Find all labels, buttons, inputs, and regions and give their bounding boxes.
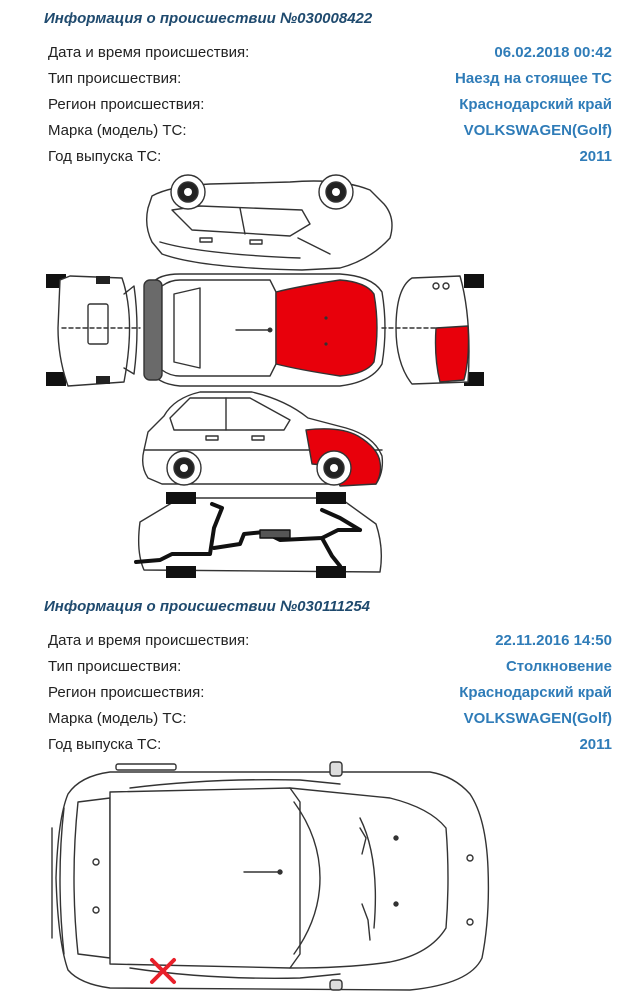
info-label: Регион происшествия:	[48, 684, 205, 701]
car-top-view	[51, 761, 490, 991]
info-row-region: Регион происшествия: Краснодарский край	[48, 684, 612, 710]
info-label: Тип происшествия:	[48, 70, 182, 87]
info-value: VOLKSWAGEN(Golf)	[463, 122, 612, 139]
info-label: Тип происшествия:	[48, 658, 182, 675]
info-label: Регион происшествия:	[48, 96, 205, 113]
damage-diagram	[46, 174, 484, 578]
info-label: Дата и время происшествия:	[48, 632, 250, 649]
damaged-zone-hood	[275, 279, 378, 377]
incident-title: Информация о происшествии №030008422	[44, 10, 373, 27]
info-row-datetime: Дата и время происшествия: 06.02.2018 00…	[48, 44, 612, 70]
info-row-type: Тип происшествия: Столкновение	[48, 658, 612, 684]
info-label: Марка (модель) ТС:	[48, 710, 187, 727]
car-underbody-view	[134, 492, 383, 578]
info-value: Краснодарский край	[459, 96, 612, 113]
info-value: 2011	[579, 736, 612, 753]
damage-diagram	[51, 761, 490, 991]
info-value: Столкновение	[505, 658, 612, 675]
damage-marker-cross-icon	[150, 958, 176, 984]
damaged-zone-front-face	[434, 325, 470, 383]
info-label: Дата и время происшествия:	[48, 44, 250, 61]
info-row-model: Марка (модель) ТС: VOLKSWAGEN(Golf)	[48, 122, 612, 148]
info-row-datetime: Дата и время происшествия: 22.11.2016 14…	[48, 632, 612, 658]
incident-title: Информация о происшествии №030111254	[44, 598, 371, 615]
info-label: Год выпуска ТС:	[48, 148, 162, 165]
info-row-year: Год выпуска ТС: 2011	[48, 736, 612, 762]
info-value: 2011	[579, 148, 612, 165]
info-row-year: Год выпуска ТС: 2011	[48, 148, 612, 174]
info-value: VOLKSWAGEN(Golf)	[463, 710, 612, 727]
car-rear-view	[46, 274, 141, 387]
info-value: 06.02.2018 00:42	[494, 44, 612, 61]
info-value: Краснодарский край	[459, 684, 612, 701]
info-value: 22.11.2016 14:50	[495, 632, 612, 649]
info-value: Наезд на стоящее ТС	[455, 70, 612, 87]
info-row-region: Регион происшествия: Краснодарский край	[48, 96, 612, 122]
info-label: Марка (модель) ТС:	[48, 122, 187, 139]
info-label: Год выпуска ТС:	[48, 736, 162, 753]
info-row-model: Марка (модель) ТС: VOLKSWAGEN(Golf)	[48, 710, 612, 736]
info-row-type: Тип происшествия: Наезд на стоящее ТС	[48, 70, 612, 96]
